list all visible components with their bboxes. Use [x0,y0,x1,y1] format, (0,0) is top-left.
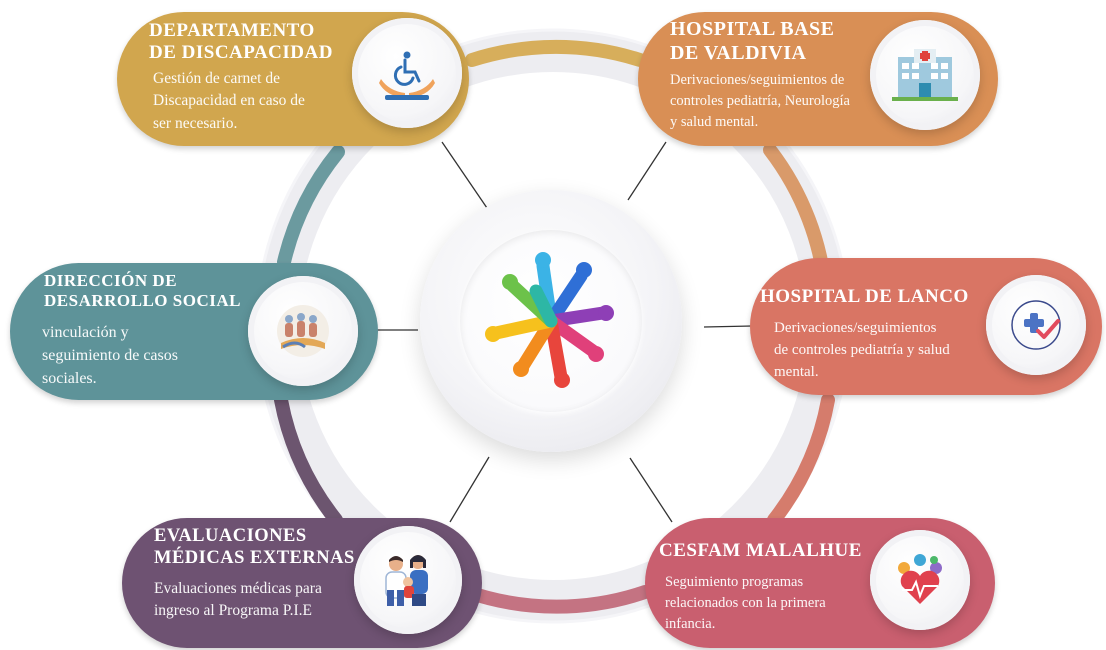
wheelchair-hands-icon [379,51,435,100]
node-description: Evaluaciones médicas para ingreso al Pro… [154,580,322,620]
arc-top [465,39,647,67]
node-description: Seguimiento programas relacionados con l… [665,574,826,633]
node-description: Gestión de carnet de Discapacidad en cas… [153,70,305,132]
arc-lower-left [274,393,343,527]
center-hub [420,190,682,452]
node-icon-disc [870,530,970,630]
arc-lower-right [767,393,835,527]
node-title: HOSPITAL DE LANCO [760,286,969,307]
node-title: HOSPITAL BASE DE VALDIVIA [670,18,835,64]
colorful-hands-icon [485,252,614,388]
community-people-icon [277,305,329,357]
medical-cross-check-icon [1011,300,1061,350]
doctor-child-icon [385,555,428,606]
hospital-building-icon [892,49,958,101]
connector-discapacidad [441,141,488,209]
connector-evaluaciones [449,456,490,523]
node-icon-disc [870,20,980,130]
arc-bottom [461,585,652,614]
node-description: Derivaciones/seguimientos de controles p… [774,320,950,380]
node-title: DIRECCIÓN DE DESARROLLO SOCIAL [44,271,241,311]
node-title: CESFAM MALALHUE [659,540,862,561]
node-title: DEPARTAMENTO DE DISCAPACIDAD [149,20,333,64]
connector-cesfam [629,457,673,523]
node-icon-disc [248,276,358,386]
heart-health-icon [898,554,942,604]
node-icon-disc [986,275,1086,375]
node-icon-disc [354,526,462,634]
center-hub-inner [460,230,642,412]
node-icon-disc [352,18,462,128]
connector-hospital-lanco [703,325,753,328]
node-title: EVALUACIONES MÉDICAS EXTERNAS [154,526,355,568]
arc-upper-left [277,145,345,269]
connector-hospital-valdivia [627,141,667,201]
node-description: Derivaciones/seguimientos de controles p… [670,72,850,131]
node-description: vinculación y seguimiento de casos socia… [42,324,178,388]
